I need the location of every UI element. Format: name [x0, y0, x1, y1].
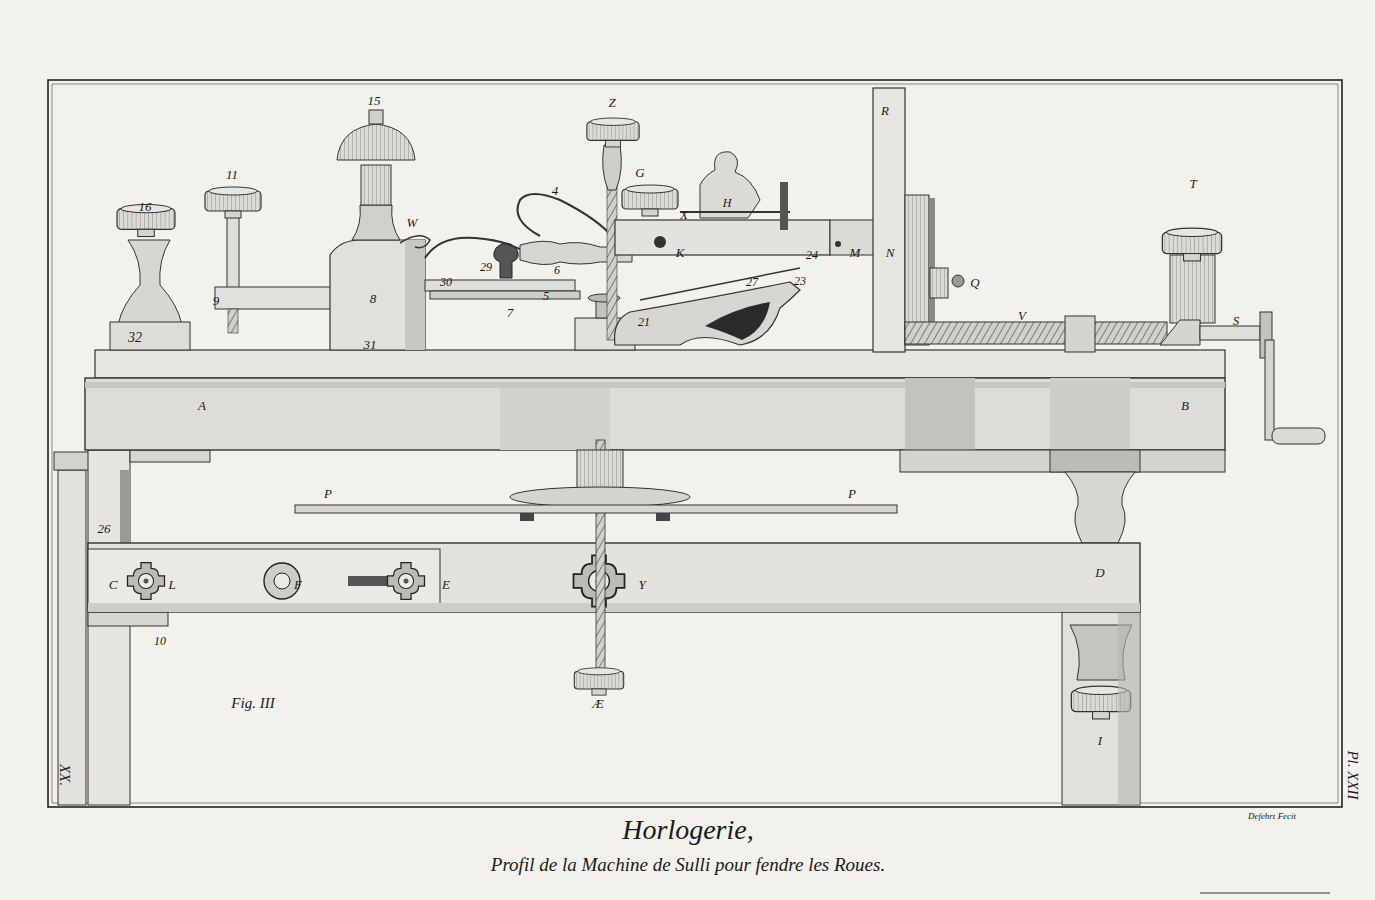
plate-title: Horlogerie,	[622, 816, 753, 844]
callout-letter: 9	[213, 294, 220, 307]
callout-letter: 30	[440, 276, 452, 288]
plate-caption: Profil de la Machine de Sulli pour fendr…	[491, 855, 885, 874]
callout-letter: D	[1095, 566, 1104, 579]
callout-letter: 11	[226, 168, 238, 181]
callout-letter: Defehrt Fecit	[1248, 812, 1296, 821]
callout-letter: G	[635, 166, 644, 179]
callout-letter: I	[1098, 734, 1102, 747]
callout-letter: 23	[794, 275, 806, 287]
callout-letter: P	[848, 487, 856, 500]
callout-letter: Q	[970, 276, 979, 289]
callout-letter: 21	[638, 316, 650, 328]
callout-letter: 32	[128, 331, 142, 345]
callout-letter: 5	[543, 290, 549, 302]
callout-letter: Æ	[592, 697, 604, 710]
callout-letter: 29	[480, 261, 492, 273]
callout-letter: 8	[370, 292, 377, 305]
callout-letter: A	[198, 399, 206, 412]
callout-letter: L	[168, 578, 175, 591]
callout-letter: T	[1189, 177, 1196, 190]
callout-letter: X	[680, 208, 688, 221]
callout-letter: 10	[154, 635, 166, 647]
callout-letter: P	[324, 487, 332, 500]
callout-letter: 15	[368, 94, 381, 107]
callout-letter: V	[1018, 309, 1026, 322]
callout-letter: B	[1181, 399, 1189, 412]
callout-letter: H	[723, 197, 732, 209]
callout-letter: 4	[552, 184, 559, 197]
callout-letter: S	[1233, 314, 1240, 327]
callout-letter: F	[294, 578, 302, 591]
callout-letter: R	[881, 104, 889, 117]
callout-letter: M	[850, 246, 861, 259]
callout-letter: W	[407, 216, 418, 229]
callout-letter: XX.	[57, 764, 72, 786]
callout-letter: N	[886, 246, 895, 259]
callout-letter: 24	[806, 249, 818, 261]
callout-letter: Pl. XXII	[1345, 750, 1360, 799]
callout-letter: E	[442, 578, 450, 591]
callout-letter: 31	[364, 338, 377, 351]
callout-letter: 6	[554, 264, 560, 276]
callout-letter: Y	[638, 578, 645, 591]
callout-letter: C	[109, 578, 118, 591]
callout-letter: Z	[608, 96, 615, 109]
callout-letter: 26	[98, 522, 111, 535]
callout-letter: 27	[746, 276, 758, 288]
callout-letter: 16	[139, 200, 152, 213]
callout-letter: Fig. III	[231, 696, 274, 711]
callout-letter: 7	[507, 306, 514, 319]
callout-letter: K	[676, 246, 685, 259]
